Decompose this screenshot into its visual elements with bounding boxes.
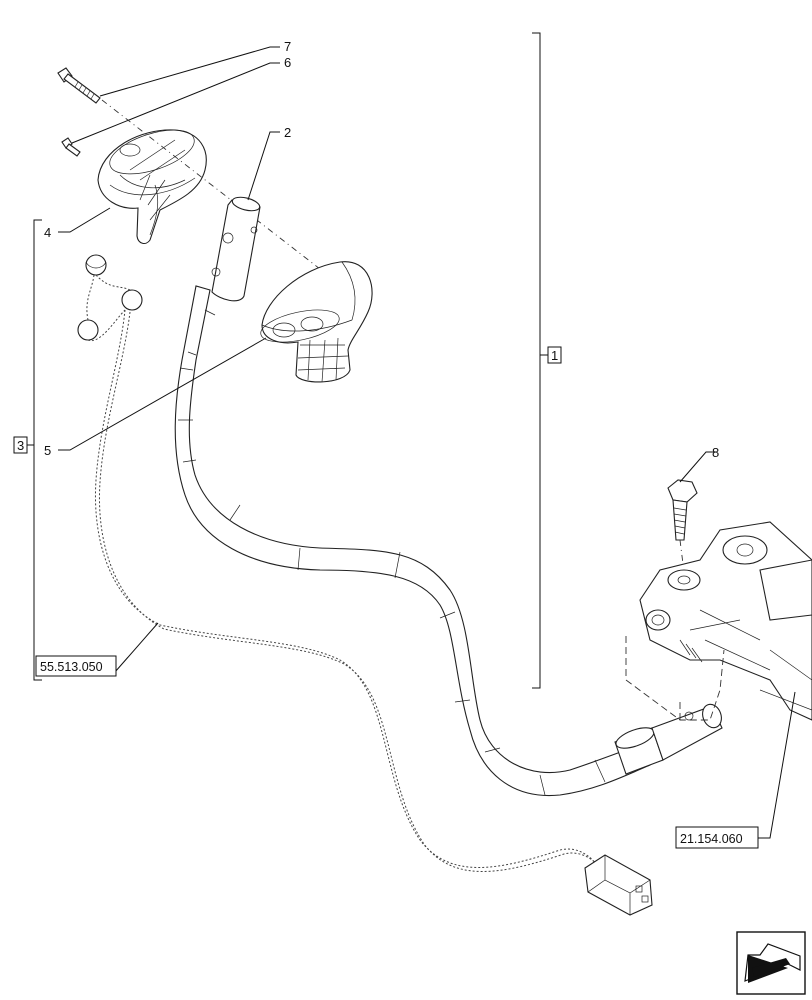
short-screw (61, 137, 81, 157)
group-bracket-3 (13, 219, 42, 681)
callout-6: 6 (284, 55, 291, 70)
callout-4: 4 (44, 225, 51, 240)
callout-2: 2 (284, 125, 291, 140)
long-bolt (57, 67, 101, 104)
callout-8: 8 (712, 445, 719, 460)
callout-5: 5 (44, 443, 51, 458)
console-bracket (639, 521, 812, 721)
reference-box-harness[interactable]: 55.513.050 (35, 655, 117, 677)
wiring-harness (77, 254, 653, 916)
reference-console-label[interactable]: 21.154.060 (680, 832, 743, 846)
hex-bolt (667, 479, 698, 541)
knob-assembled (260, 261, 373, 383)
callout-3: 3 (17, 438, 24, 453)
previous-arrow-icon[interactable] (736, 931, 806, 995)
knob-shell (97, 129, 207, 245)
group-bracket-1 (532, 32, 562, 689)
callout-1: 1 (551, 348, 558, 363)
callout-7: 7 (284, 39, 291, 54)
lever-tube (174, 196, 723, 797)
reference-box-console[interactable]: 21.154.060 (675, 826, 759, 849)
reference-harness-label[interactable]: 55.513.050 (40, 660, 103, 674)
